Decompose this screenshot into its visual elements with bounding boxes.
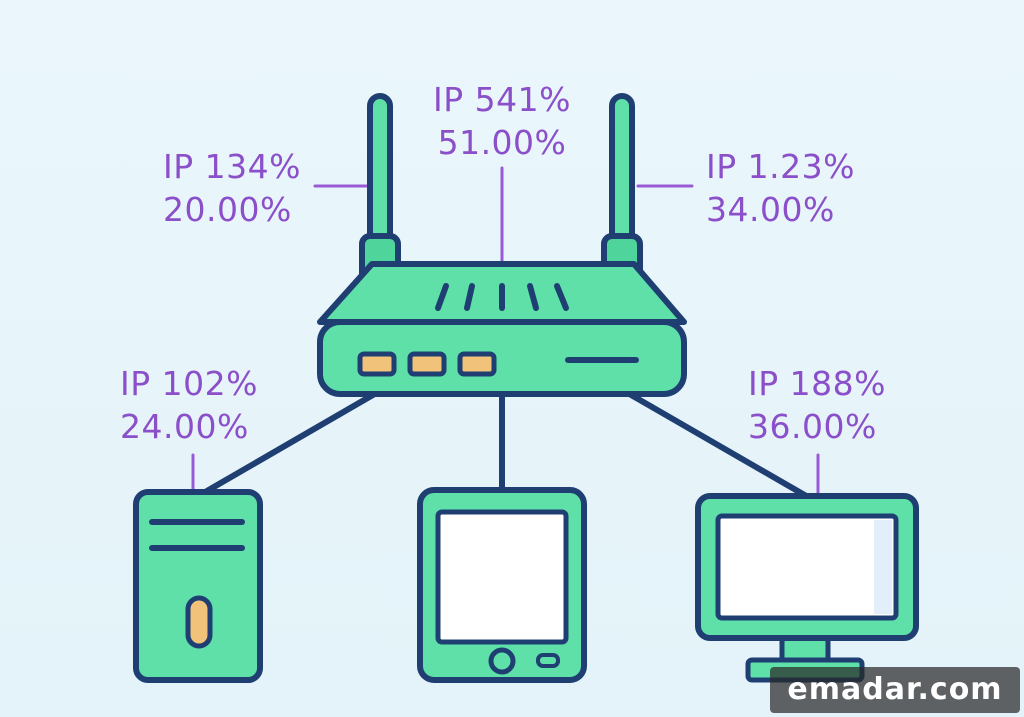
router-vents — [435, 283, 569, 311]
connection-line-right — [623, 389, 811, 500]
label-top-right-ip: IP 1.23% — [706, 147, 855, 186]
label-mid-right-ip: IP 188% — [748, 364, 886, 403]
router-icon — [317, 93, 687, 397]
label-top-center-share: 51.00% — [437, 123, 567, 162]
watermark: emadar.com — [770, 667, 1020, 713]
router-front-face — [317, 319, 687, 397]
connection-line-left — [197, 389, 381, 498]
label-top-center-ip: IP 541% — [433, 80, 571, 119]
desktop-tower-icon — [133, 489, 263, 683]
label-mid-right: IP 188% 36.00% — [748, 362, 886, 448]
label-mid-left-ip: IP 102% — [120, 364, 258, 403]
monitor-icon — [695, 493, 919, 683]
router-led-2 — [407, 351, 447, 377]
label-top-right-share: 34.00% — [706, 190, 835, 229]
label-top-left-ip: IP 134% — [163, 147, 301, 186]
label-mid-left-share: 24.00% — [120, 407, 249, 446]
label-top-center: IP 541% 51.00% — [420, 78, 584, 164]
label-top-left-share: 20.00% — [163, 190, 292, 229]
router-led-1 — [357, 351, 397, 377]
tablet-icon — [417, 487, 587, 683]
leader-lines — [191, 166, 820, 496]
label-top-right: IP 1.23% 34.00% — [706, 145, 855, 231]
label-top-left: IP 134% 20.00% — [163, 145, 301, 231]
label-mid-left: IP 102% 24.00% — [120, 362, 258, 448]
label-mid-right-share: 36.00% — [748, 407, 877, 446]
connection-lines — [197, 389, 811, 500]
router-led-3 — [457, 351, 497, 377]
